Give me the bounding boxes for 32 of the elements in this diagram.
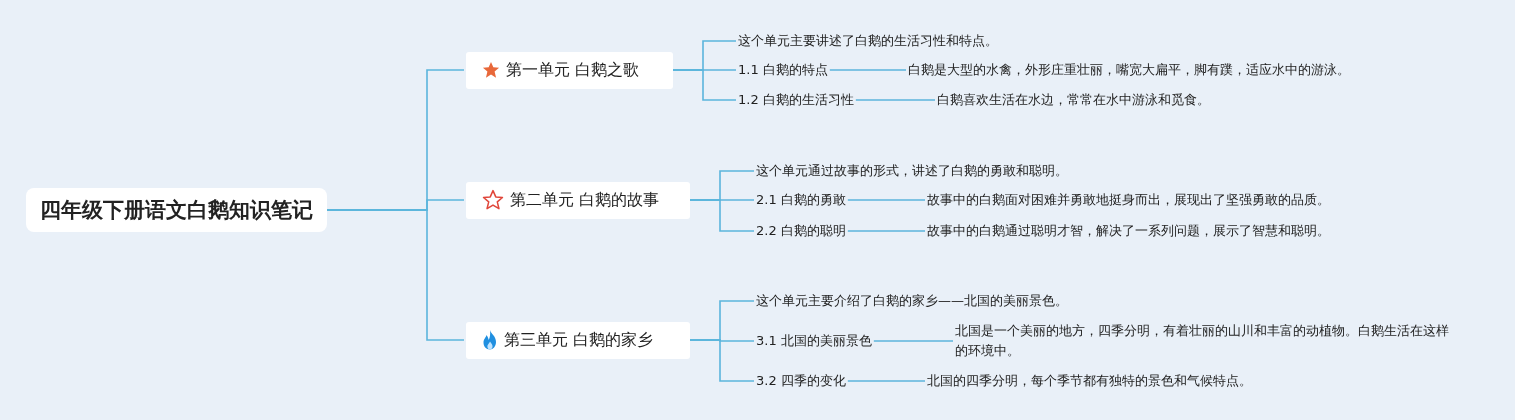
topic-box [466, 51, 673, 89]
connector-line [847, 230, 926, 232]
note-text: 白鹅是大型的水禽，外形庄重壮丽，嘴宽大扁平，脚有蹼，适应水中的游泳。 [908, 60, 1350, 80]
note-text: 2.1 白鹅的勇敢 [756, 190, 846, 210]
note-text: 3.2 四季的变化 [756, 371, 846, 391]
connector-line [847, 380, 926, 382]
note-text: 这个单元主要介绍了白鹅的家乡——北国的美丽景色。 [756, 291, 1068, 311]
note-text: 这个单元通过故事的形式，讲述了白鹅的勇敢和聪明。 [756, 161, 1068, 181]
note-text: 故事中的白鹅面对困难并勇敢地挺身而出，展现出了坚强勇敢的品质。 [927, 190, 1330, 210]
note-text: 1.2 白鹅的生活习性 [738, 90, 854, 110]
connector-line [689, 199, 755, 232]
note-text: 北国是一个美丽的地方，四季分明，有着壮丽的山川和丰富的动植物。白鹅生活在这样的环境中。 [955, 321, 1455, 361]
topic-label: 第一单元 白鹅之歌 [506, 59, 640, 81]
note-text: 3.1 北国的美丽景色 [756, 331, 872, 351]
note-text: 这个单元主要讲述了白鹅的生活习性和特点。 [738, 31, 998, 51]
connector-line [326, 209, 465, 341]
topic-label: 第二单元 白鹅的故事 [510, 189, 660, 211]
connector-line [873, 340, 954, 342]
topic-box [466, 181, 690, 219]
note-text: 1.1 白鹅的特点 [738, 60, 828, 80]
connector-line [672, 69, 737, 101]
connector-line [829, 69, 907, 71]
note-text: 北国的四季分明，每个季节都有独特的景色和气候特点。 [927, 371, 1252, 391]
connector-line [855, 99, 936, 101]
central-topic: 四年级下册语文白鹅知识笔记 [26, 188, 327, 232]
connector-line [689, 339, 755, 382]
topic-box [466, 321, 690, 359]
note-text: 2.2 白鹅的聪明 [756, 221, 846, 241]
note-text: 故事中的白鹅通过聪明才智，解决了一系列问题，展示了智慧和聪明。 [927, 221, 1330, 241]
topic-label: 第三单元 白鹅的家乡 [504, 329, 654, 351]
note-text: 白鹅喜欢生活在水边，常常在水中游泳和觅食。 [937, 90, 1210, 110]
connector-line [847, 199, 926, 201]
